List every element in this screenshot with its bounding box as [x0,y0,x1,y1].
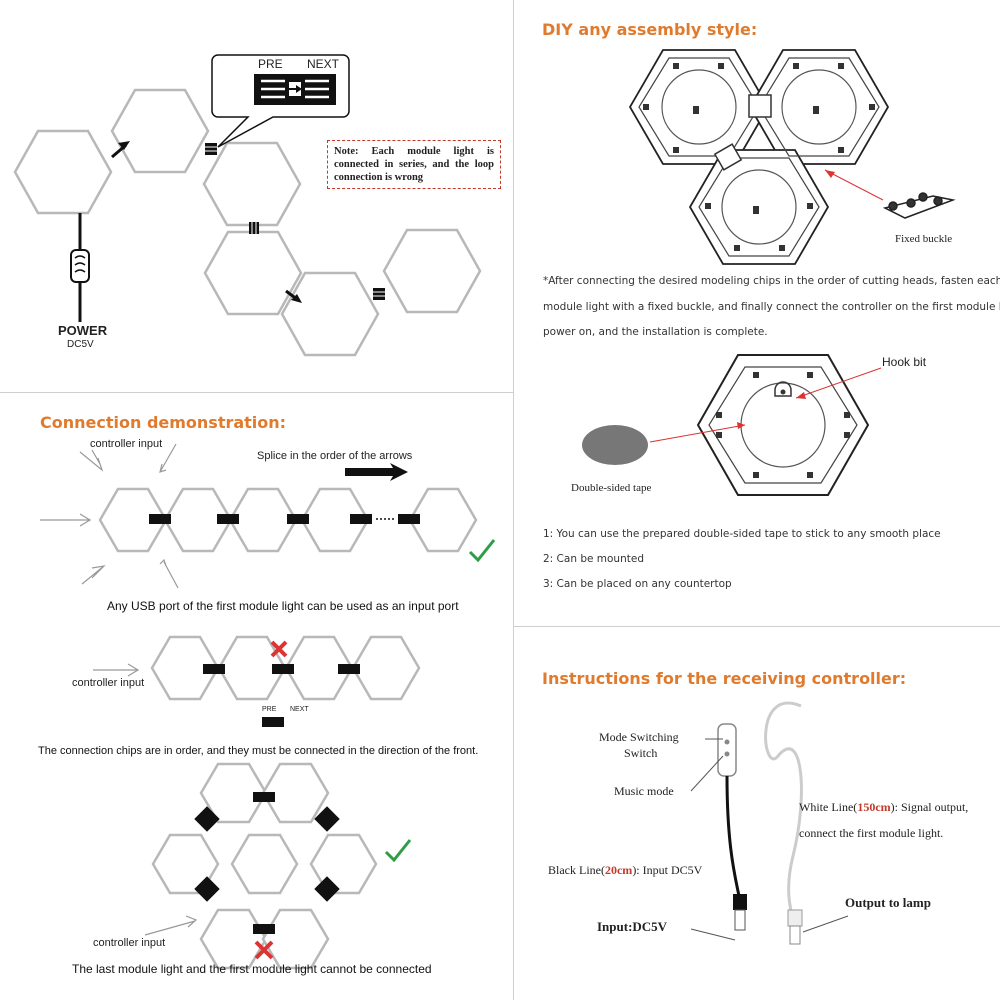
usb-port-caption: Any USB port of the first module light c… [107,599,459,613]
input-dc5v-label: Input:DC5V [597,919,668,934]
black-line-suffix: ): Input DC5V [632,863,703,877]
hex-module [13,129,113,215]
controller-input-label: controller input [93,937,166,949]
usage-list-item: 2: Can be mounted [543,553,644,565]
fixed-buckle-image [882,192,956,219]
controller-box [70,249,90,283]
loop-warning-caption: The last module light and the first modu… [72,962,432,976]
switch-label: Switch [624,746,658,760]
assembly-title: DIY any assembly style: [542,20,758,39]
white-line-length: 150cm [857,800,891,814]
hex-module [202,141,302,227]
power-voltage: DC5V [67,339,94,350]
callout-next-label: NEXT [307,57,340,71]
white-line-suffix: ): Signal output, [890,800,969,814]
assembly-diagram [582,49,956,496]
chip-next-label: NEXT [290,706,309,713]
controller-image [690,701,849,945]
hex-module [382,228,482,314]
series-note: Note: Each module light is connected in … [327,140,501,189]
callout-pre-label: PRE [258,57,283,71]
hex-module [203,230,303,316]
usage-list-item: 1: You can use the prepared double-sided… [543,528,941,540]
connection-diagrams [40,443,496,970]
splice-label: Splice in the order of the arrows [257,450,413,462]
assembly-paragraph-line: *After connecting the desired modeling c… [543,275,1000,287]
controller-input-label: controller input [90,438,163,450]
chip-connector [149,514,420,524]
controller-title: Instructions for the receiving controlle… [542,669,907,688]
music-mode-label: Music mode [614,784,674,798]
black-line-prefix: Black Line( [548,863,605,877]
double-sided-tape-image [582,425,648,465]
hex-module [110,88,210,174]
white-line-label: White Line(150cm): Signal output, [799,800,968,815]
hex-module [280,271,380,357]
fixed-buckle-label: Fixed buckle [895,233,953,245]
white-line-description: connect the first module light. [799,826,944,840]
hook-bit-label: Hook bit [882,355,927,369]
mode-switching-label: Mode Switching [599,730,679,744]
double-sided-tape-label: Double-sided tape [571,482,652,494]
controller-input-label: controller input [72,677,145,689]
chip-connector [205,143,385,300]
connection-order-caption: The connection chips are in order, and t… [38,745,479,757]
connection-title: Connection demonstration: [40,413,287,432]
output-to-lamp-label: Output to lamp [845,895,931,910]
wiring-diagram [13,54,482,357]
usage-list-item: 3: Can be placed on any countertop [543,578,732,590]
black-line-label: Black Line(20cm): Input DC5V [548,863,702,878]
black-line-length: 20cm [604,863,633,877]
assembly-paragraph-line: power on, and the installation is comple… [543,326,768,338]
left-horizontal-divider [0,392,513,393]
power-label: POWER [58,323,108,338]
white-line-prefix: White Line( [799,800,858,814]
assembly-paragraph-line: module light with a fixed buckle, and fi… [543,301,1000,313]
vertical-divider [513,0,514,1000]
right-horizontal-divider [513,626,1000,627]
chip-pre-label: PRE [262,706,277,713]
